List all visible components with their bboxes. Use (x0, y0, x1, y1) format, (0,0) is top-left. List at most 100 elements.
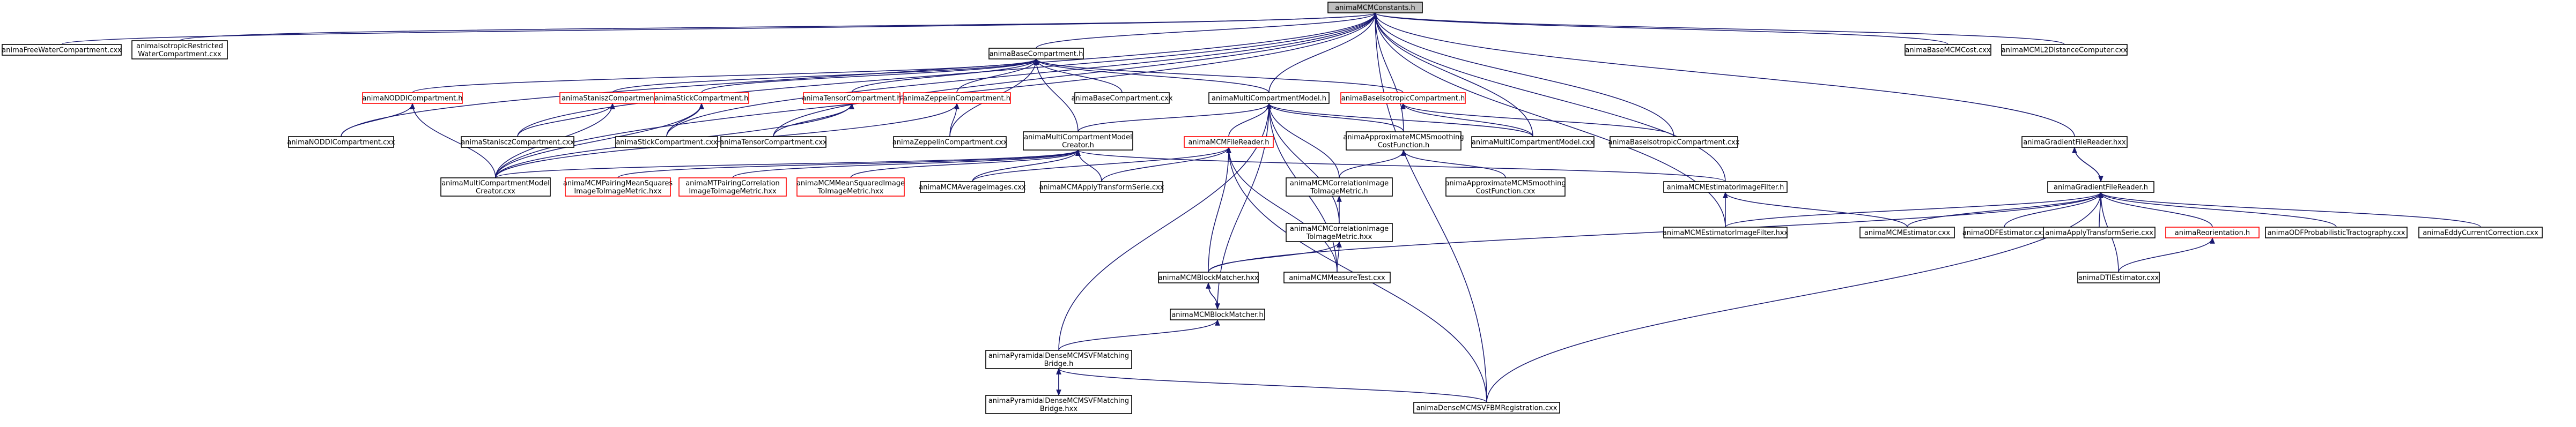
node-freewater[interactable]: animaFreeWaterCompartment.cxx (2, 44, 122, 56)
node-box (2047, 181, 2154, 193)
node-box (1663, 181, 1788, 193)
node-mcmestcxx[interactable]: animaMCMEstimator.cxx (1859, 227, 1955, 238)
node-label: animaStaniszCompartment.h (562, 95, 663, 103)
node-box (1905, 44, 1991, 56)
edge-estfilterh-to-mcmcreatorh (1075, 149, 1726, 182)
node-odfest[interactable]: animaODFEstimator.cxx (1962, 227, 2047, 238)
node-box (2165, 227, 2260, 238)
node-label: animaMCMFileReader.h (1189, 139, 1269, 147)
edge-meansqimg-to-mcmcreatorh (850, 149, 1081, 178)
node-bmhxx[interactable]: animaMCMBlockMatcher.hxx (1158, 272, 1259, 283)
node-pyrhxx[interactable]: animaPyramidalDenseMCMSVFMatchingBridge.… (985, 395, 1132, 414)
node-odfprob[interactable]: animaODFProbabilisticTractography.cxx (2265, 227, 2408, 238)
node-gradreaderhxx[interactable]: animaGradientFileReader.hxx (2021, 136, 2128, 148)
node-noddih[interactable]: animaNODDICompartment.h (362, 92, 463, 104)
node-box (1286, 177, 1393, 197)
node-label: animaTensorCompartment.h (802, 95, 901, 103)
edge-gradreaderhxx-to-gradreaderh (2074, 147, 2103, 183)
node-root[interactable]: animaMCMConstants.h (1327, 2, 1423, 13)
node-baseisocxx[interactable]: animaBaseIsotropicCompartment.cxx (1608, 136, 1740, 148)
edge-stickcxx-to-stickh (666, 102, 704, 137)
node-reorienth[interactable]: animaReorientation.h (2165, 227, 2260, 238)
edge-staniszcxx-to-stanish (517, 102, 615, 137)
node-box (362, 92, 463, 104)
node-densecxx[interactable]: animaDenseMCMSVFBMRegistration.cxx (1413, 402, 1560, 414)
node-label: animaMCMEstimatorImageFilter.hxx (1663, 229, 1788, 237)
node-approxh[interactable]: animaApproximateMCMSmoothingCostFunction… (1343, 131, 1464, 151)
node-mcmfilereaderh[interactable]: animaMCMFileReader.h (1184, 136, 1274, 148)
node-tensorh[interactable]: animaTensorCompartment.h (802, 92, 902, 104)
node-corrhxx[interactable]: animaMCMCorrelationImageToImageMetric.hx… (1286, 223, 1393, 242)
node-tensorcxx[interactable]: animaTensorCompartment.cxx (720, 136, 827, 148)
node-estfilterhxx[interactable]: animaMCMEstimatorImageFilter.hxx (1663, 227, 1788, 238)
node-label: animaDenseMCMSVFBMRegistration.cxx (1416, 404, 1558, 413)
node-eddy[interactable]: animaEddyCurrentCorrection.cxx (2418, 227, 2543, 238)
node-label: ToImageMetric.hxx (1306, 233, 1372, 241)
edge-approxh-to-root (1372, 12, 1404, 132)
node-label: animaZeppelinCompartment.cxx (892, 139, 1008, 147)
node-pairmeansq[interactable]: animaMCMPairingMeanSquaresImageToImageMe… (563, 177, 673, 197)
node-stanish[interactable]: animaStaniszCompartment.h (559, 92, 666, 104)
edge-mcmodelh-to-root (1268, 12, 1378, 93)
node-label: animaODFEstimator.cxx (1962, 229, 2047, 237)
edge-eddy-to-gradreaderh (2098, 191, 2481, 228)
node-isorestricted[interactable]: animaIsotropicRestrictedWaterCompartment… (131, 40, 228, 59)
node-label: animaODFProbabilisticTractography.cxx (2268, 229, 2405, 237)
node-applyserie[interactable]: animaApplyTransformSerie.cxx (2043, 227, 2156, 238)
node-box (1346, 131, 1462, 151)
node-meansqimg[interactable]: animaMCMMeanSquaredImageToImageMetric.hx… (796, 177, 905, 197)
node-label: animaPyramidalDenseMCMSVFMatching (988, 397, 1129, 405)
node-box (2077, 272, 2160, 283)
node-noddicxx[interactable]: animaNODDICompartment.cxx (287, 136, 395, 148)
node-gradreaderh[interactable]: animaGradientFileReader.h (2047, 181, 2154, 193)
node-estfilterh[interactable]: animaMCMEstimatorImageFilter.h (1663, 181, 1788, 193)
edge-stickh-to-basecomp (701, 58, 1039, 93)
node-zeppelincxx[interactable]: animaZeppelinCompartment.cxx (892, 136, 1008, 148)
node-basecomp[interactable]: animaBaseCompartment.h (988, 48, 1084, 59)
node-label: ToImageMetric.h (1310, 188, 1368, 196)
edge-mcmcreatorh-to-basecomp (1034, 58, 1079, 132)
node-box (565, 177, 671, 197)
node-box (1283, 272, 1391, 283)
node-label: animaMCMCorrelationImage (1290, 179, 1389, 188)
node-mcmodelh[interactable]: animaMultiCompartmentModel.h (1208, 92, 1330, 104)
node-approxcxx[interactable]: animaApproximateMCMSmoothingCostFunction… (1445, 177, 1566, 197)
node-dtiest[interactable]: animaDTIEstimator.cxx (2077, 272, 2160, 283)
node-staniszcxx[interactable]: animaStanisczCompartment.cxx (461, 136, 574, 148)
node-baseisoh[interactable]: animaBaseIsotropicCompartment.h (1340, 92, 1466, 104)
edge-avgimages-to-mcmcreatorh (972, 149, 1081, 182)
edge-gradreaderhxx-to-root (1372, 12, 2075, 137)
node-basecompcxx[interactable]: animaBaseCompartment.cxx (1071, 92, 1173, 104)
node-basemcmcost[interactable]: animaBaseMCMCost.cxx (1905, 44, 1991, 56)
node-stickcxx[interactable]: animaStickCompartment.cxx (615, 136, 718, 148)
node-applytransform[interactable]: animaMCMApplyTransformSerie.cxx (1039, 181, 1164, 193)
node-box (2043, 227, 2156, 238)
node-label: animaMultiCompartmentModel.h (1212, 95, 1326, 103)
node-label: ToImageMetric.hxx (817, 188, 884, 196)
node-zeppelinh[interactable]: animaZeppelinCompartment.h (903, 92, 1011, 104)
node-box (1184, 136, 1274, 148)
node-measuretest[interactable]: animaMCMMeasureTest.cxx (1283, 272, 1391, 283)
node-label: animaMCMApplyTransformSerie.cxx (1039, 184, 1164, 192)
node-mcmodelcxx[interactable]: animaMultiCompartmentModel.cxx (1471, 136, 1595, 148)
node-box (288, 136, 394, 148)
node-label: WaterCompartment.cxx (138, 50, 222, 58)
node-stickh[interactable]: animaStickCompartment.h (654, 92, 749, 104)
node-mcml2[interactable]: animaMCML2DistanceComputer.cxx (2001, 44, 2128, 56)
node-box (1074, 92, 1170, 104)
node-pyrh[interactable]: animaPyramidalDenseMCMSVFMatchingBridge.… (985, 350, 1132, 369)
node-mtpaircorr[interactable]: animaMTPairingCorrelationImageToImageMet… (678, 177, 787, 197)
edge-basecomp-to-root (1036, 12, 1378, 49)
edge-mcmodelh-to-basecomp (1034, 58, 1269, 93)
node-label: animaStanisczCompartment.cxx (461, 139, 574, 147)
node-box (131, 40, 228, 59)
node-label: Bridge.h (1044, 360, 1074, 368)
node-box (461, 136, 574, 148)
node-avgimages[interactable]: animaMCMAverageImages.cxx (919, 181, 1026, 193)
edge-tensorh-to-basecomp (851, 58, 1039, 93)
node-bmh[interactable]: animaMCMBlockMatcher.h (1170, 309, 1265, 320)
node-label: animaStickCompartment.cxx (616, 139, 717, 147)
